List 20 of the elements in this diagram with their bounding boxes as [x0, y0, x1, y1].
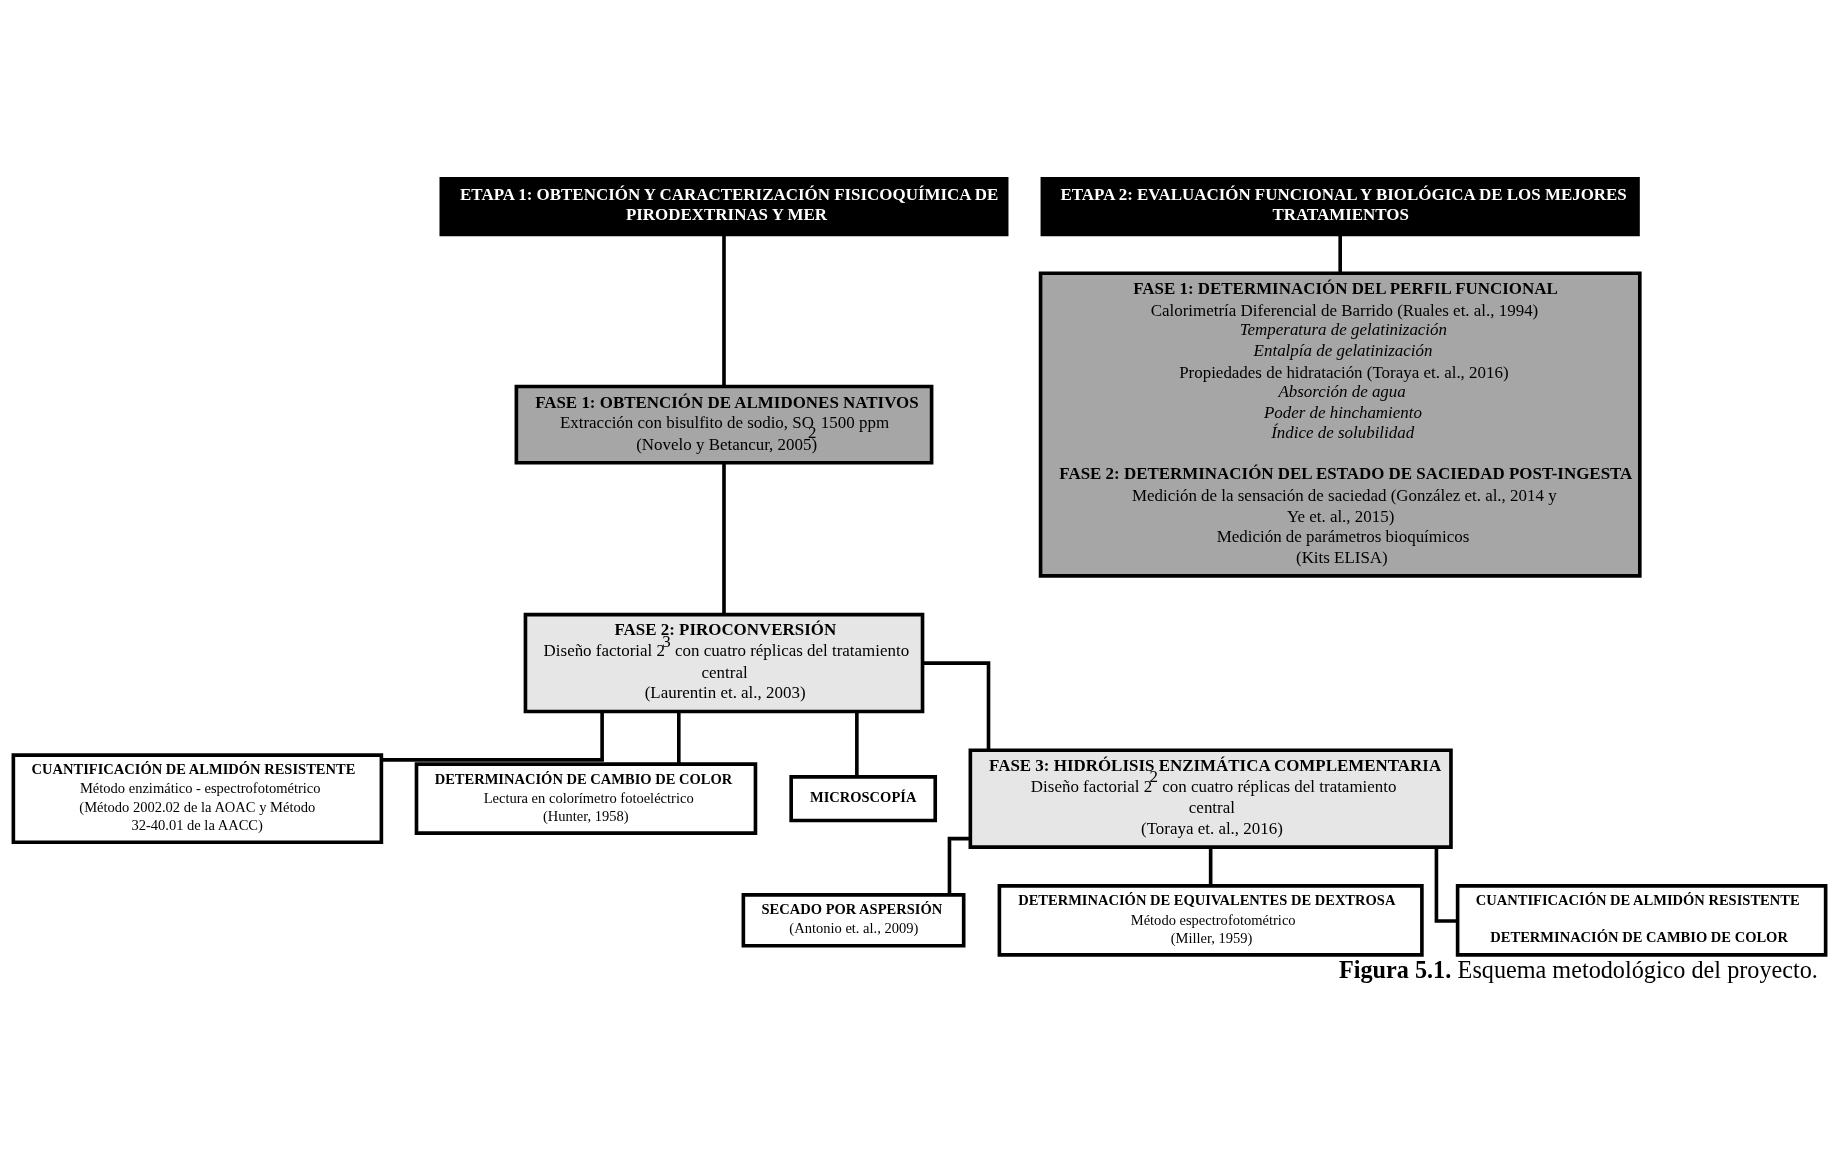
connector: [947, 836, 970, 895]
node-box: DETERMINACIÓN DE CAMBIO DE COLOR Lectura en colorímetro fotoeléctrico (Hunter, 1958): [414, 762, 758, 835]
node-box: CUANTIFICACIÓN DE ALMIDÓN RESISTENTE DETERMINACIÓN DE CAMBIO DE COLOR: [1455, 884, 1828, 957]
node-box: MICROSCOPÍA: [789, 775, 938, 823]
connector: [1208, 847, 1213, 886]
connector: [722, 234, 726, 387]
node-box: ETAPA 1: OBTENCIÓN Y CARACTERIZACIÓN FISICOQUÍMICA DE PIRODEXTRINAS Y MER: [439, 177, 1009, 237]
connector: [922, 661, 991, 751]
node-box: CUANTIFICACIÓN DE ALMIDÓN RESISTENTE Método enzimático - espectrofotométrico (Método 2002.02 de la AOAC y Método 32-40.01 de la AACC): [11, 753, 384, 845]
connector: [677, 711, 681, 765]
connector: [1338, 234, 1342, 274]
connector: [855, 711, 859, 777]
connector: [1434, 847, 1458, 923]
caption: Figura 5.1. Esquema metodológico del proyecto.: [1338, 955, 1818, 983]
node-box: FASE 1: DETERMINACIÓN DEL PERFIL FUNCIONAL Calorimetría Diferencial de Barrido (Ruales et. al., 1994) Temperatura de gelatinización Entalpía de gelatinización Propiedades de hidratación (Toraya et. al., 2016) Absorción de agua Poder de hinchamiento Índice de solubilidad FASE 2: DETERMINACIÓN DEL ESTADO DE SACIEDAD POST-INGESTA Medición de la sensación de saciedad (González et. al., 2014 y Ye et. al., 2015) Medición de parámetros bioquímicos (Kits ELISA): [1038, 271, 1642, 578]
node-box: ETAPA 2: EVALUACIÓN FUNCIONAL Y BIOLÓGICA DE LOS MEJORES TRATAMIENTOS: [1040, 177, 1640, 237]
connector: [722, 462, 726, 615]
node-box: DETERMINACIÓN DE EQUIVALENTES DE DEXTROSA Método espectrofotométrico (Miller, 1959): [997, 884, 1424, 957]
node-box: SECADO POR ASPERSIÓN (Antonio et. al., 2009): [741, 893, 966, 948]
connector: [381, 712, 604, 762]
